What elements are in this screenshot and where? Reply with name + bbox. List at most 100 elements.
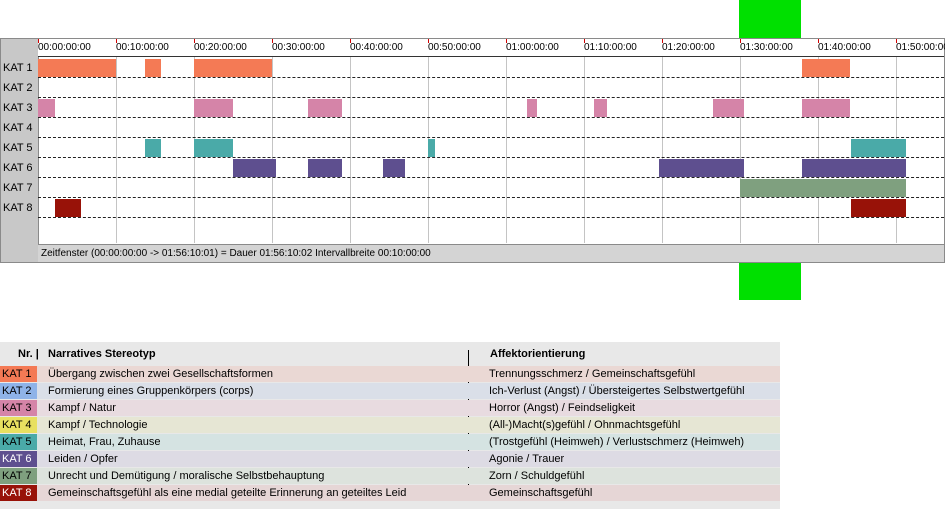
legend-category-chip: KAT 3 [0,400,37,416]
legend-header-nr: Nr. | [18,348,39,360]
ruler-tick-mark [350,39,351,43]
row-label: KAT 3 [3,102,33,114]
legend-affekt: Zorn / Schuldgefühl [489,470,585,482]
row-label: KAT 2 [3,82,33,94]
legend-stereotyp: Übergang zwischen zwei Gesellschaftsform… [48,368,273,380]
legend-row: KAT 8 Gemeinschaftsgefühl als eine medial… [0,485,780,501]
legend-stereotyp: Kampf / Natur [48,402,116,414]
highlight-marker-bottom [739,263,802,300]
timeline-segment[interactable] [850,139,907,157]
highlight-marker-top [739,0,802,38]
ruler-tick-mark [194,39,195,43]
ruler-tick-mark [896,39,897,43]
timeline-segment[interactable] [233,159,276,177]
ruler-tick-mark [584,39,585,43]
timeline-segment[interactable] [144,139,162,157]
ruler-tick-label: 00:30:00:00 [272,42,325,53]
row-baseline [38,137,944,138]
timeline-segment[interactable] [428,139,435,157]
legend-table: Nr. | Narratives Stereotyp Affektorienti… [0,342,780,509]
row-label: KAT 6 [3,162,33,174]
vertical-gridline [584,57,585,243]
timeline-segment[interactable] [144,59,162,77]
ruler-tick-label: 00:00:00:00 [38,42,91,53]
ruler-tick-label: 01:50:00:00 [896,42,945,53]
row-label: KAT 1 [3,62,33,74]
legend-header-stereotyp: Narratives Stereotyp [48,348,156,360]
timeline-segment[interactable] [712,99,744,117]
legend-category-chip: KAT 7 [0,468,37,484]
legend-affekt: Agonie / Trauer [489,453,565,465]
timeline-segment[interactable] [194,59,272,77]
vertical-gridline [506,57,507,243]
ruler-tick-mark [272,39,273,43]
legend-affekt: Trennungsschmerz / Gemeinschaftsgefühl [489,368,696,380]
vertical-gridline [818,57,819,243]
row-baseline [38,177,944,178]
timeline-segment[interactable] [54,199,81,217]
timeline-segment[interactable] [712,159,744,177]
timeline-segment[interactable] [194,99,233,117]
ruler-tick-mark [38,39,39,43]
ruler-tick-mark [818,39,819,43]
ruler-tick-label: 00:50:00:00 [428,42,481,53]
timeline-segment[interactable] [802,99,851,117]
timeline-plot [38,57,944,243]
row-baseline [38,97,944,98]
ruler-tick-mark [740,39,741,43]
vertical-gridline [272,57,273,243]
row-baseline [38,77,944,78]
legend-affekt: (Trostgefühl (Heimweh) / Verlustschmerz … [489,436,745,448]
timeline-segment[interactable] [526,99,538,117]
row-label: KAT 8 [3,202,33,214]
vertical-gridline [662,57,663,243]
legend-row: KAT 1 Übergang zwischen zwei Gesellschaft… [0,366,780,382]
ruler-tick-mark [428,39,429,43]
legend-category-chip: KAT 5 [0,434,37,450]
row-label: KAT 4 [3,122,33,134]
ruler-tick-label: 01:10:00:00 [584,42,637,53]
timeline-segment[interactable] [308,159,343,177]
timeline-segment[interactable] [850,199,907,217]
row-baseline [38,197,944,198]
ruler-tick-label: 01:40:00:00 [818,42,871,53]
legend-stereotyp: Formierung eines Gruppenkörpers (corps) [48,385,254,397]
legend-stereotyp: Unrecht und Demütigung / moralische Selb… [48,470,325,482]
legend-affekt: Gemeinschaftsgefühl [489,487,593,499]
ruler-tick-label: 01:20:00:00 [662,42,715,53]
timeline-segment[interactable] [594,99,608,117]
legend-row: KAT 7 Unrecht und Demütigung / moralische… [0,468,780,484]
vertical-gridline [350,57,351,243]
ruler-tick-mark [116,39,117,43]
status-bar: Zeitfenster (00:00:00:00 -> 01:56:10:01)… [38,244,944,262]
timeline-segment[interactable] [382,159,405,177]
timeline-segment[interactable] [802,59,851,77]
timeline-segment[interactable] [194,139,233,157]
legend-category-chip: KAT 1 [0,366,37,382]
ruler-tick-label: 00:10:00:00 [116,42,169,53]
legend-affekt: (All-)Macht(s)gefühl / Ohnmachtsgefühl [489,419,681,431]
timeline-segment[interactable] [659,159,713,177]
ruler-tick-label: 00:40:00:00 [350,42,403,53]
row-label: KAT 5 [3,142,33,154]
legend-category-chip: KAT 2 [0,383,37,399]
timeline-segment[interactable] [802,159,907,177]
timeline-segment[interactable] [38,99,55,117]
timeline-segment[interactable] [308,99,343,117]
legend-affekt: Ich-Verlust (Angst) / Übersteigertes Sel… [489,385,745,397]
legend-category-chip: KAT 8 [0,485,37,501]
row-baseline [38,217,944,218]
timeline-segment[interactable] [740,179,907,197]
legend-stereotyp: Gemeinschaftsgefühl als eine medial gete… [48,487,407,499]
legend-header-affekt: Affektorientierung [490,348,586,360]
legend-stereotyp: Leiden / Opfer [48,453,118,465]
legend-stereotyp: Kampf / Technologie [48,419,148,431]
timeline-segment[interactable] [38,59,116,77]
